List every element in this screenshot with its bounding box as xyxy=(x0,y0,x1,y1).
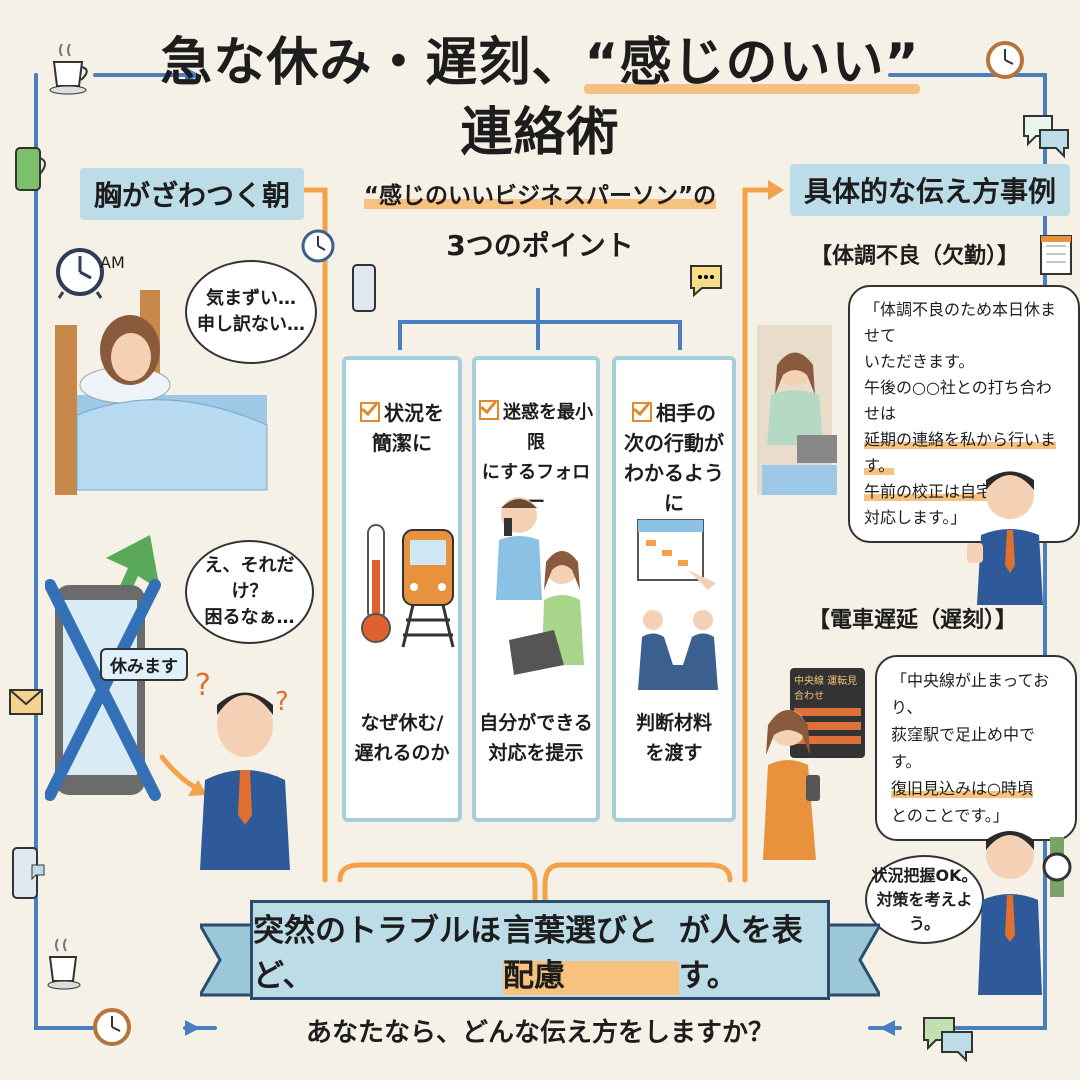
chat-bubble-icon xyxy=(920,1012,976,1064)
check-icon xyxy=(632,402,652,422)
coffee-cup-icon xyxy=(46,935,86,991)
center-heading-line2: 3つのポイント xyxy=(446,229,634,262)
point-head-line: わかるように xyxy=(624,461,724,515)
thought-line: え、それだけ？ xyxy=(204,555,295,602)
coffee-cup-icon xyxy=(48,40,94,96)
case1-line: 「体調不良のため本日休ませて xyxy=(864,300,1057,345)
phone-crossed-out xyxy=(45,579,161,801)
ribbon-text-highlight: 言葉選びと配慮 xyxy=(502,905,679,995)
clock-icon xyxy=(56,248,104,299)
center-heading-text: “感じのいいビジネスパーソン”の xyxy=(363,183,717,209)
thumbs-up-boss-illustration xyxy=(967,471,1043,605)
point-column-2: 迷惑を最小限にするフォロー 自分ができる対応を提示 xyxy=(472,356,600,822)
point-head-line: 相手の xyxy=(656,401,716,425)
case1-line: 午後の○○社との打ち合わせは xyxy=(864,378,1052,423)
calendar-and-handshake-illustration xyxy=(637,519,718,690)
thought-bubble-boss: え、それだけ？ 困るなぁ… xyxy=(185,540,314,644)
check-icon xyxy=(479,400,499,420)
point-foot-line: 対応を提示 xyxy=(488,742,584,764)
thought-line: 困るなぁ… xyxy=(204,607,295,628)
case2-line: とのことです。」 xyxy=(891,806,1009,825)
phone-call-and-laptop-illustration xyxy=(496,497,584,675)
train-status-board: 中央線 運転見合わせ xyxy=(790,668,865,758)
am-label: AM xyxy=(100,253,125,272)
thought-line: 申し訳ない… xyxy=(197,314,305,335)
case2-speech-bubble: 「中央線が止まっており、 荻窪駅で足止め中です。 復旧見込みは○時頃 とのことで… xyxy=(875,655,1077,841)
chat-bubble-icon xyxy=(1020,108,1072,160)
case2-label: 【電車遅延（遅刻）】 xyxy=(808,608,1018,633)
phone-icon xyxy=(10,845,46,905)
bed-scene-illustration xyxy=(55,290,268,495)
sick-person-illustration xyxy=(757,325,837,495)
title-highlight: “感じのいい” xyxy=(584,28,921,98)
center-heading-line1: “感じのいいビジネスパーソン”の xyxy=(340,176,740,210)
ribbon-text-1: 突然のトラブルほど、 xyxy=(253,913,501,994)
boss-reply-bubble: 状況把握OK。対策を考えよう。 xyxy=(865,855,984,944)
mug-icon xyxy=(12,140,52,196)
case1-line: いただきます。 xyxy=(864,352,975,371)
clock-icon xyxy=(985,40,1025,80)
alarm-clock xyxy=(55,240,105,304)
case2-line-highlight: 復旧見込みは○時頃 xyxy=(891,779,1033,798)
point-head-line: 状況を xyxy=(384,401,444,425)
thought-bubble-worried: 気まずい… 申し訳ない… xyxy=(185,260,317,364)
point-foot-line: を渡す xyxy=(645,742,703,764)
title-part1: 急な休み・遅刻、 xyxy=(160,33,585,93)
commuter-illustration xyxy=(763,710,820,860)
title-part2: 連絡術 xyxy=(460,103,620,163)
point-head-line: 次の行動が xyxy=(624,431,724,455)
watch-icon xyxy=(1040,835,1074,899)
svg-text:?: ? xyxy=(275,687,289,717)
point-column-1: 状況を簡潔に なぜ休む/遅れるのか xyxy=(342,356,462,822)
point-foot-line: 自分ができる xyxy=(479,712,593,734)
left-heading: 胸がざわつく朝 xyxy=(80,168,305,220)
point-column-3: 相手の次の行動がわかるように 判断材料を渡す xyxy=(612,356,736,822)
clock-icon xyxy=(300,228,336,264)
board-text: 中央線 運転見合わせ xyxy=(794,676,858,702)
boss-reply-line: 状況把握OK。 xyxy=(871,865,978,885)
phone-message: 休みます xyxy=(100,648,188,681)
point-foot-line: 判断材料 xyxy=(635,712,712,734)
chat-bubble-icon xyxy=(688,262,724,298)
closing-question: あなたなら、どんな伝え方をしますか？ xyxy=(305,1018,774,1048)
ribbon-text-2: が人を表す。 xyxy=(678,913,803,994)
case1-line: 午前の校正は自宅から xyxy=(864,479,1064,505)
confused-boss-illustration: ? ? xyxy=(195,668,290,870)
point-head-line: 迷惑を最小限 xyxy=(503,402,593,453)
reassuring-boss-illustration xyxy=(978,831,1042,995)
point-head-line: 簡潔に xyxy=(372,431,432,455)
thermometer-icon xyxy=(361,524,391,643)
case1-line-highlight: 午前の校正は自宅から xyxy=(864,482,1025,501)
svg-text:?: ? xyxy=(195,668,211,703)
case2-line: 「中央線が止まっており、 xyxy=(891,671,1050,717)
case1-line: 対応します。」 xyxy=(864,508,967,527)
key-message-ribbon: 突然のトラブルほど、言葉選びと配慮が人を表す。 xyxy=(250,900,830,1000)
page-title: 急な休み・遅刻、“感じのいい”連絡術 xyxy=(160,28,921,168)
point-foot-line: なぜ休む/ xyxy=(360,712,444,734)
check-icon xyxy=(360,402,380,422)
boss-reply-line: 対策を考えよう。 xyxy=(876,889,973,933)
case1-speech-bubble: 「体調不良のため本日休ませて いただきます。 午後の○○社との打ち合わせは 延期… xyxy=(848,285,1080,543)
calendar-icon xyxy=(1038,230,1074,278)
right-heading: 具体的な伝え方事例 xyxy=(790,164,1071,216)
clock-icon xyxy=(92,1005,132,1049)
envelope-icon xyxy=(8,688,44,716)
ribbon-tails xyxy=(200,923,880,997)
case2-line: 荻窪駅で足止め中です。 xyxy=(891,725,1036,771)
point-foot-line: 遅れるのか xyxy=(354,742,450,764)
phone-icon xyxy=(350,262,378,314)
train-icon xyxy=(401,529,455,648)
case1-line: 延期の連絡を私から行います。 xyxy=(864,427,1064,479)
case1-label: 【体調不良（欠勤）】 xyxy=(810,244,1020,269)
case2-line: 復旧見込みは○時頃 xyxy=(891,775,1061,802)
thought-line: 気まずい… xyxy=(206,288,296,309)
center-heading: “感じのいいビジネスパーソン”の 3つのポイント xyxy=(340,176,740,264)
